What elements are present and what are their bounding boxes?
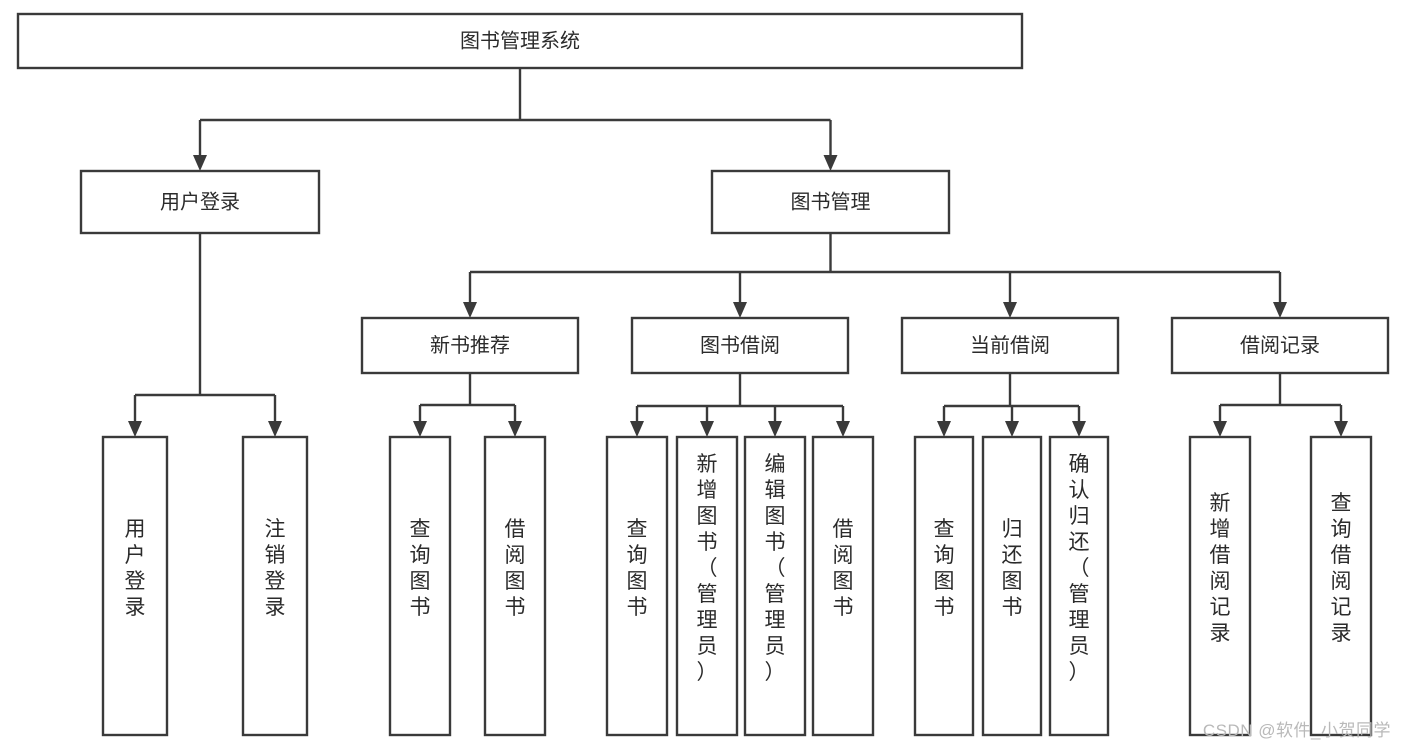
node-leaf-borrow-book[interactable]: 借阅图书 bbox=[811, 435, 875, 737]
node-current-borrow[interactable]: 当前借阅 bbox=[900, 316, 1120, 375]
node-leaf-user-login[interactable]: 用户登录 bbox=[101, 435, 169, 737]
node-leaf-user-login-label: 用户登录 bbox=[125, 518, 146, 619]
node-leaf-query-borrow-record[interactable]: 查询借阅记录 bbox=[1309, 435, 1373, 737]
arrow-head-icon bbox=[508, 421, 522, 437]
node-current-borrow-label: 当前借阅 bbox=[970, 334, 1050, 357]
arrow-head-icon bbox=[1072, 421, 1086, 437]
arrow-head-icon bbox=[630, 421, 644, 437]
node-book-management-box bbox=[710, 169, 951, 235]
node-leaf-query-book-current-box bbox=[913, 435, 975, 737]
node-borrow-record-box bbox=[1170, 316, 1390, 375]
arrow-head-icon bbox=[1334, 421, 1348, 437]
arrow-head-icon bbox=[768, 421, 782, 437]
node-leaf-borrow-book-recommend-box bbox=[483, 435, 547, 737]
arrow-head-icon bbox=[733, 302, 747, 318]
node-leaf-logout-box bbox=[241, 435, 309, 737]
node-leaf-borrow-book-box bbox=[811, 435, 875, 737]
node-new-book-recommend[interactable]: 新书推荐 bbox=[360, 316, 580, 375]
node-user-login-box bbox=[79, 169, 321, 235]
node-new-book-recommend-box bbox=[360, 316, 580, 375]
arrow-head-icon bbox=[128, 421, 142, 437]
node-user-login[interactable]: 用户登录 bbox=[79, 169, 321, 235]
node-leaf-edit-book-admin-box bbox=[743, 435, 807, 737]
node-current-borrow-box bbox=[900, 316, 1120, 375]
node-root-root[interactable]: 图书管理系统 bbox=[16, 12, 1024, 70]
arrow-head-icon bbox=[1003, 302, 1017, 318]
node-leaf-return-book-box bbox=[981, 435, 1043, 737]
node-leaf-edit-book-admin-label: 编辑图书（管理员） bbox=[765, 453, 786, 684]
node-borrow-record[interactable]: 借阅记录 bbox=[1170, 316, 1390, 375]
node-borrow-record-label: 借阅记录 bbox=[1240, 334, 1320, 357]
node-leaf-query-book-recommend-box bbox=[388, 435, 452, 737]
node-root-root-box bbox=[16, 12, 1024, 70]
arrow-head-icon bbox=[937, 421, 951, 437]
node-leaf-add-book-admin-box bbox=[675, 435, 739, 737]
arrow-head-icon bbox=[463, 302, 477, 318]
arrow-head-icon bbox=[1273, 302, 1287, 318]
node-book-borrow-label: 图书借阅 bbox=[700, 334, 780, 357]
node-new-book-recommend-label: 新书推荐 bbox=[430, 334, 510, 357]
node-leaf-query-book-current[interactable]: 查询图书 bbox=[913, 435, 975, 737]
node-leaf-user-login-box bbox=[101, 435, 169, 737]
node-book-management[interactable]: 图书管理 bbox=[710, 169, 951, 235]
arrow-head-icon bbox=[1005, 421, 1019, 437]
node-layer: 图书管理系统用户登录图书管理新书推荐图书借阅当前借阅借阅记录用户登录注销登录查询… bbox=[16, 12, 1390, 737]
node-leaf-add-borrow-record-box bbox=[1188, 435, 1252, 737]
arrow-head-icon bbox=[1213, 421, 1227, 437]
node-leaf-query-book-borrow[interactable]: 查询图书 bbox=[605, 435, 669, 737]
node-leaf-logout[interactable]: 注销登录 bbox=[241, 435, 309, 737]
node-leaf-return-book[interactable]: 归还图书 bbox=[981, 435, 1043, 737]
arrow-head-icon bbox=[413, 421, 427, 437]
node-leaf-borrow-book-recommend[interactable]: 借阅图书 bbox=[483, 435, 547, 737]
node-book-management-label: 图书管理 bbox=[791, 190, 871, 213]
node-leaf-query-book-borrow-label: 查询图书 bbox=[627, 518, 648, 619]
node-leaf-add-book-admin[interactable]: 新增图书（管理员） bbox=[675, 435, 739, 737]
node-leaf-edit-book-admin[interactable]: 编辑图书（管理员） bbox=[743, 435, 807, 737]
node-leaf-query-borrow-record-label: 查询借阅记录 bbox=[1331, 492, 1352, 645]
node-leaf-confirm-return-admin-box bbox=[1048, 435, 1110, 737]
node-leaf-query-book-borrow-box bbox=[605, 435, 669, 737]
node-leaf-return-book-label: 归还图书 bbox=[1002, 518, 1023, 619]
node-book-borrow[interactable]: 图书借阅 bbox=[630, 316, 850, 375]
node-root-root-label: 图书管理系统 bbox=[460, 29, 580, 52]
node-leaf-confirm-return-admin[interactable]: 确认归还（管理员） bbox=[1048, 435, 1110, 737]
arrow-head-icon bbox=[268, 421, 282, 437]
node-leaf-query-book-recommend[interactable]: 查询图书 bbox=[388, 435, 452, 737]
arrow-head-icon bbox=[836, 421, 850, 437]
node-leaf-query-book-current-label: 查询图书 bbox=[934, 518, 955, 619]
node-leaf-query-book-recommend-label: 查询图书 bbox=[410, 518, 431, 619]
node-leaf-confirm-return-admin-label: 确认归还（管理员） bbox=[1069, 453, 1090, 684]
node-leaf-add-borrow-record[interactable]: 新增借阅记录 bbox=[1188, 435, 1252, 737]
node-book-borrow-box bbox=[630, 316, 850, 375]
arrow-head-icon bbox=[700, 421, 714, 437]
connector-layer bbox=[128, 68, 1348, 437]
node-leaf-add-book-admin-label: 新增图书（管理员） bbox=[697, 453, 718, 684]
node-leaf-logout-label: 注销登录 bbox=[265, 518, 286, 619]
node-leaf-borrow-book-recommend-label: 借阅图书 bbox=[505, 518, 526, 619]
watermark-text: CSDN @软件_小贺同学 bbox=[1202, 721, 1391, 740]
node-leaf-query-borrow-record-box bbox=[1309, 435, 1373, 737]
node-leaf-borrow-book-label: 借阅图书 bbox=[833, 518, 854, 619]
node-leaf-add-borrow-record-label: 新增借阅记录 bbox=[1210, 492, 1231, 645]
arrow-head-icon bbox=[193, 155, 207, 171]
node-user-login-label: 用户登录 bbox=[160, 190, 240, 213]
arrow-head-icon bbox=[823, 155, 838, 171]
